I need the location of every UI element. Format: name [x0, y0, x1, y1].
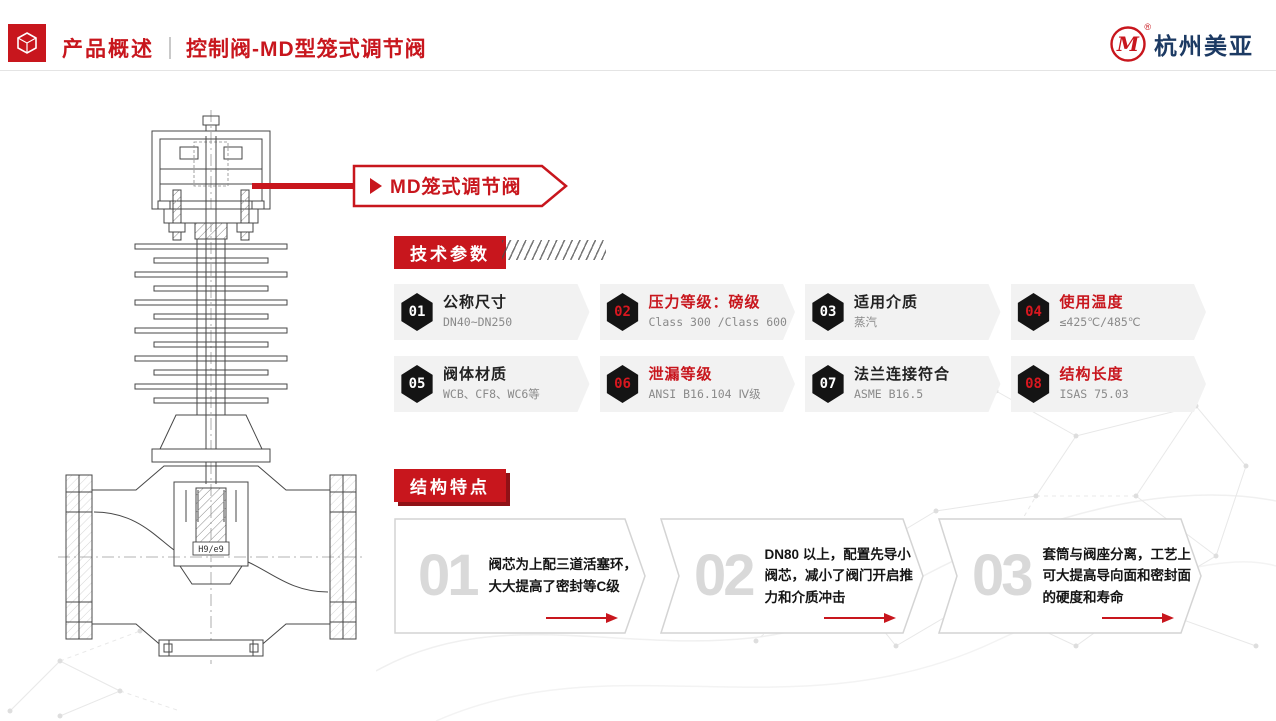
param-value: ≤425℃/485℃: [1059, 315, 1141, 330]
feature-cell-outline: [660, 518, 924, 634]
section-title: 产品概述: [62, 38, 154, 61]
brand-cube-icon: [17, 32, 37, 54]
banner-ribbon: MD笼式调节阀: [252, 164, 568, 208]
param-item: 05 阀体材质 WCB、CF8、WC6等: [394, 356, 590, 412]
logo-mark: M ®: [1109, 22, 1151, 63]
param-number-badge: 04: [1017, 293, 1051, 331]
param-item: 01 公称尺寸 DN40~DN250: [394, 284, 590, 340]
title-divider: [169, 37, 171, 59]
arrow-right-icon: [824, 613, 896, 623]
registered-mark: ®: [1144, 22, 1151, 32]
param-number-badge: 07: [811, 365, 845, 403]
param-title: 阀体材质: [443, 366, 508, 384]
page-title: 控制阀-MD型笼式调节阀: [186, 38, 427, 61]
feature-number: 03: [972, 543, 1033, 608]
feature-number: 02: [694, 543, 755, 608]
param-value: DN40~DN250: [443, 315, 513, 330]
param-number-badge: 01: [400, 293, 434, 331]
feature-text: DN80 以上，配置先导小阀芯，减小了阀门开启推力和介质冲击: [764, 546, 914, 605]
feature-cell-outline: [938, 518, 1202, 634]
header: 产品概述 控制阀-MD型笼式调节阀: [62, 33, 427, 63]
feature-item: 01 阀芯为上配三道活塞环，大大提高了密封等C级: [394, 518, 646, 634]
param-number-badge: 02: [606, 293, 640, 331]
param-value: 蒸汽: [854, 315, 877, 330]
param-title: 使用温度: [1059, 294, 1124, 312]
brand-name: 杭州美亚: [1154, 33, 1254, 59]
tech-params-grid: 01 公称尺寸 DN40~DN250 02 压力等级：磅级 Class 300 …: [394, 284, 1206, 412]
feature-text: 阀芯为上配三道活塞环，大大提高了密封等C级: [488, 557, 638, 594]
svg-text:M: M: [1116, 32, 1140, 56]
header-rule: [0, 70, 1276, 71]
param-item: 03 适用介质 蒸汽: [805, 284, 1001, 340]
features-tag: 结构特点: [394, 469, 506, 502]
param-title: 泄漏等级: [648, 366, 713, 384]
feature-item: 02 DN80 以上，配置先导小阀芯，减小了阀门开启推力和介质冲击: [660, 518, 924, 634]
param-title: 公称尺寸: [443, 294, 508, 312]
param-item: 07 法兰连接符合 ASME B16.5: [805, 356, 1001, 412]
feature-cell-outline: [394, 518, 646, 634]
param-value: WCB、CF8、WC6等: [443, 387, 540, 402]
param-title: 压力等级：磅级: [648, 294, 761, 312]
param-number-badge: 05: [400, 365, 434, 403]
param-number-badge: 03: [811, 293, 845, 331]
param-value: Class 300 /Class 600: [648, 315, 787, 330]
param-item: 04 使用温度 ≤425℃/485℃: [1011, 284, 1207, 340]
arrow-right-icon: [546, 613, 618, 623]
company-logo: M ® 杭州美亚: [1109, 22, 1254, 63]
param-item: 02 压力等级：磅级 Class 300 /Class 600: [600, 284, 796, 340]
network-decoration: [7, 628, 181, 719]
param-value: ISAS 75.03: [1059, 387, 1129, 402]
feature-item: 03 套筒与阀座分离，工艺上可大提高导向面和密封面的硬度和寿命: [938, 518, 1202, 634]
feature-text: 套筒与阀座分离，工艺上可大提高导向面和密封面的硬度和寿命: [1042, 546, 1192, 605]
tolerance-label: H9/e9: [198, 545, 224, 555]
param-number-badge: 08: [1017, 365, 1051, 403]
param-item: 06 泄漏等级 ANSI B16.104 Ⅳ级: [600, 356, 796, 412]
hatch-decoration: [502, 240, 606, 260]
param-title: 结构长度: [1059, 366, 1124, 384]
param-value: ASME B16.5: [854, 387, 924, 402]
features-row: 01 阀芯为上配三道活塞环，大大提高了密封等C级 02 DN80 以上，配置先导…: [394, 518, 1202, 634]
param-title: 适用介质: [854, 294, 919, 312]
feature-number: 01: [418, 543, 479, 608]
param-number-badge: 06: [606, 365, 640, 403]
logo-m-icon: M: [1110, 26, 1146, 62]
banner-label: MD笼式调节阀: [390, 175, 522, 198]
valve-technical-drawing: H9/e9: [58, 110, 364, 664]
tech-params-tag: 技术参数: [394, 236, 506, 269]
brand-mark: [8, 24, 46, 62]
arrow-right-icon: [370, 178, 382, 194]
param-title: 法兰连接符合: [854, 366, 951, 384]
param-item: 08 结构长度 ISAS 75.03: [1011, 356, 1207, 412]
param-value: ANSI B16.104 Ⅳ级: [648, 387, 761, 402]
arrow-right-icon: [1102, 613, 1174, 623]
